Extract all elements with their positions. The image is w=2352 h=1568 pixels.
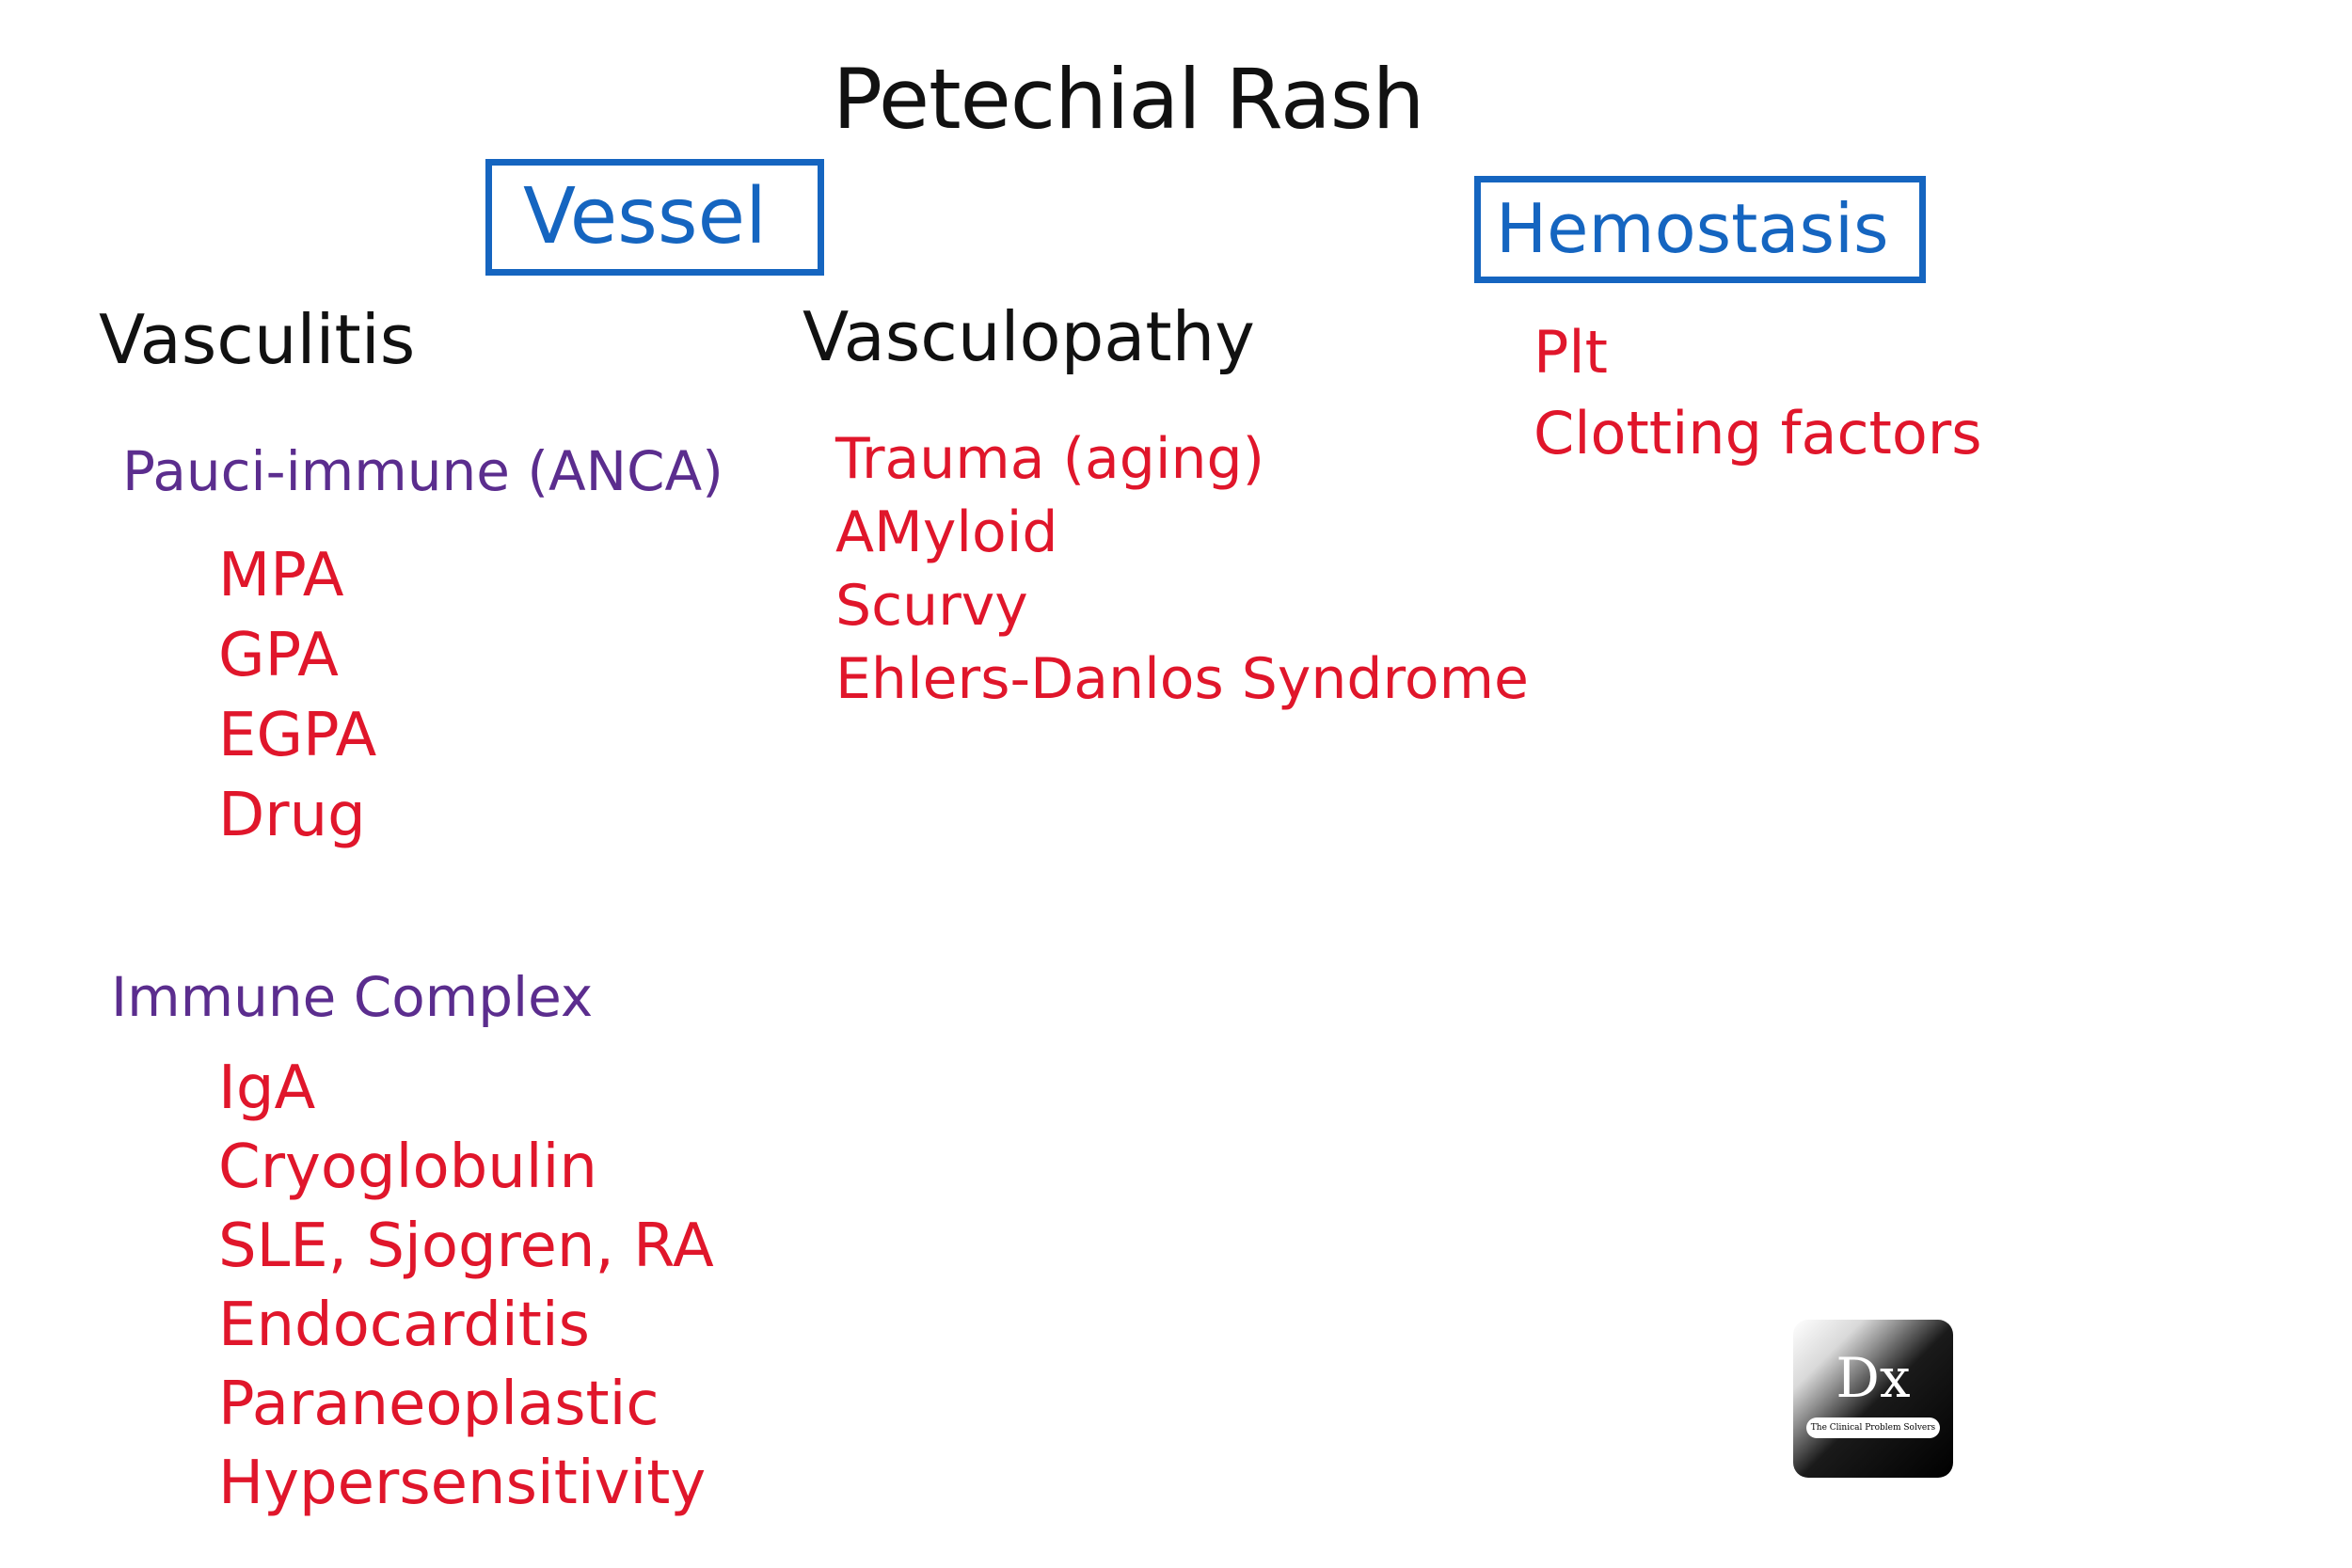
list-item: GPA xyxy=(218,621,339,690)
logo-mark: Dx xyxy=(1836,1346,1911,1410)
vasculopathy-heading: Vasculopathy xyxy=(803,297,1255,376)
list-item: Endocarditis xyxy=(218,1291,590,1360)
list-item: AMyloid xyxy=(835,499,1058,565)
list-item: Hypersensitivity xyxy=(218,1449,707,1518)
immune-complex-heading: Immune Complex xyxy=(111,965,594,1029)
hemostasis-list: Plt Clotting factors xyxy=(1534,324,1982,485)
pauci-immune-list: MPA GPA EGPA Drug xyxy=(218,546,376,865)
list-item: SLE, Sjogren, RA xyxy=(218,1212,714,1281)
list-item: Cryoglobulin xyxy=(218,1132,597,1202)
page-title: Petechial Rash xyxy=(833,51,1424,148)
list-item: IgA xyxy=(218,1053,316,1123)
list-item: Ehlers-Danlos Syndrome xyxy=(835,646,1529,712)
list-item: Paraneoplastic xyxy=(218,1370,660,1439)
immune-complex-list: IgA Cryoglobulin SLE, Sjogren, RA Endoca… xyxy=(218,1058,714,1532)
clinical-problem-solvers-logo: Dx The Clinical Problem Solvers xyxy=(1793,1320,1953,1478)
list-item: MPA xyxy=(218,541,344,610)
pauci-immune-heading: Pauci-immune (ANCA) xyxy=(122,439,723,503)
list-item: Trauma (aging) xyxy=(835,426,1265,492)
list-item: EGPA xyxy=(218,701,377,770)
list-item: Drug xyxy=(218,781,366,850)
hemostasis-category-label: Hemostasis xyxy=(1496,189,1889,268)
list-item: Scurvy xyxy=(835,573,1028,639)
hemostasis-category-box xyxy=(1474,176,1926,283)
list-item: Plt xyxy=(1534,318,1608,387)
logo-tagline: The Clinical Problem Solvers xyxy=(1806,1418,1940,1438)
vasculitis-heading: Vasculitis xyxy=(99,300,416,379)
list-item: Clotting factors xyxy=(1534,399,1982,467)
vessel-category-label: Vessel xyxy=(523,172,767,261)
vasculopathy-list: Trauma (aging) AMyloid Scurvy Ehlers-Dan… xyxy=(835,431,1529,724)
vessel-category-box xyxy=(485,159,824,276)
